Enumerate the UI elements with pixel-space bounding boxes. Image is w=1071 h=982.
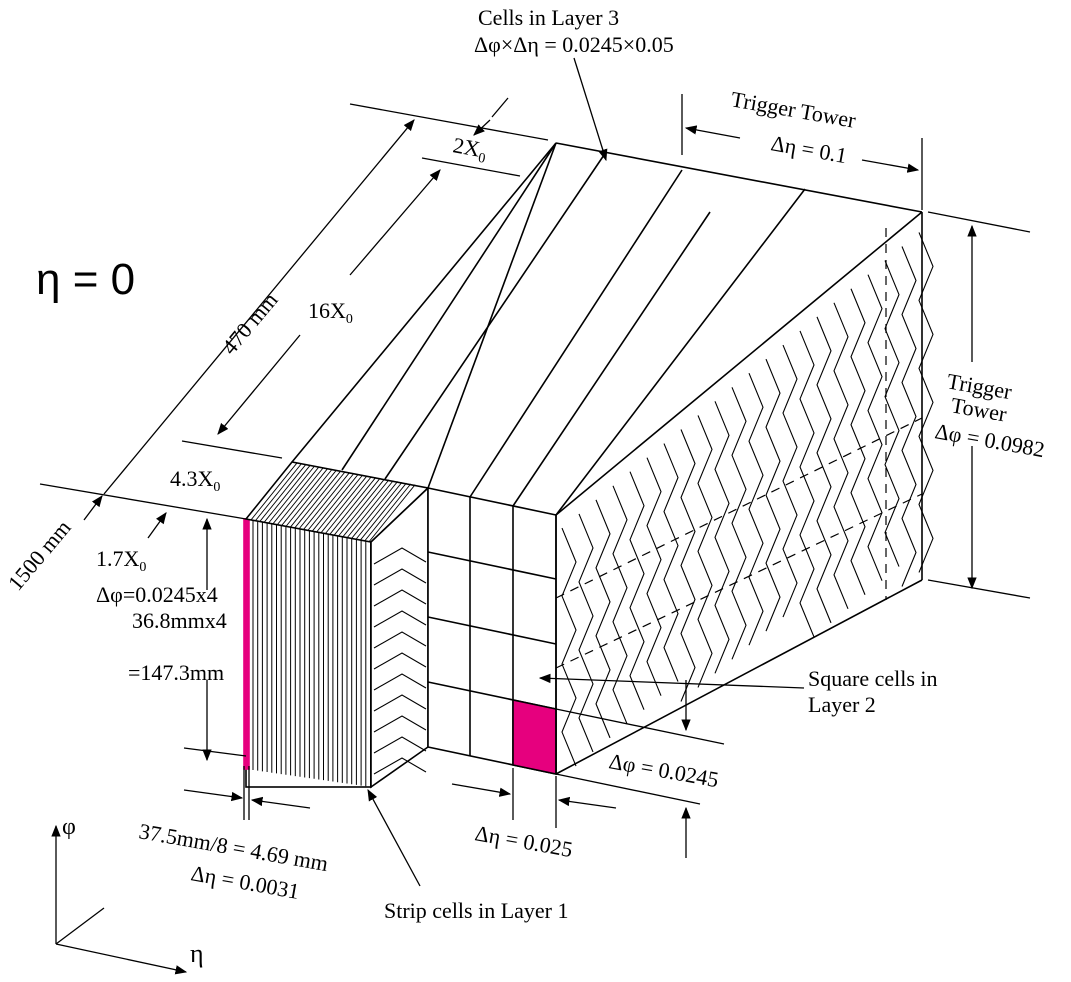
layer1-front-face (243, 518, 372, 788)
layer3-side-face (561, 232, 934, 767)
length-470-label: 470 mm (217, 287, 283, 359)
strip-cells-label: Strip cells in Layer 1 (384, 898, 569, 923)
square-cells-label-2: Layer 2 (808, 692, 876, 717)
x0-2-label: 2X0 (450, 132, 488, 166)
highlight-strip (243, 518, 250, 770)
square-deta-label: Δη = 0.025 (473, 820, 574, 862)
tower-boundary-dashed (555, 228, 923, 669)
eta-zero-title: η = 0 (36, 255, 135, 304)
axis-phi-label: φ (62, 814, 76, 840)
highlight-square-cell (512, 699, 557, 775)
cells-layer3-granularity: Δφ×Δη = 0.0245×0.05 (474, 32, 674, 57)
layer1-side-face (370, 486, 429, 789)
trigger-tower-phi-value: Δφ = 0.0982 (933, 418, 1046, 462)
x0-43-label: 4.3X0 (170, 466, 220, 495)
trigger-tower-eta-value: Δη = 0.1 (769, 130, 849, 168)
layer1-top-face (244, 461, 430, 543)
strip-dphi-label: Δφ=0.0245x4 (96, 582, 218, 607)
axis-eta-label: η (190, 939, 204, 968)
trigger-tower-eta-label: Trigger Tower (729, 86, 858, 133)
x0-16-label: 16X0 (308, 298, 353, 327)
strip-total-label: =147.3mm (128, 660, 224, 685)
top-surface-lines (291, 142, 923, 775)
square-dphi-label: Δφ = 0.0245 (607, 748, 720, 792)
x0-17-label: 1.7X0 (96, 546, 146, 575)
strip-mm-label: 36.8mmx4 (132, 608, 227, 633)
square-cells-label-1: Square cells in (808, 666, 938, 691)
length-1500-label: 1500 mm (3, 515, 76, 595)
layer2-front-face (427, 487, 557, 775)
cells-layer3-label: Cells in Layer 3 (478, 5, 619, 30)
dimension-lines (39, 57, 1031, 975)
